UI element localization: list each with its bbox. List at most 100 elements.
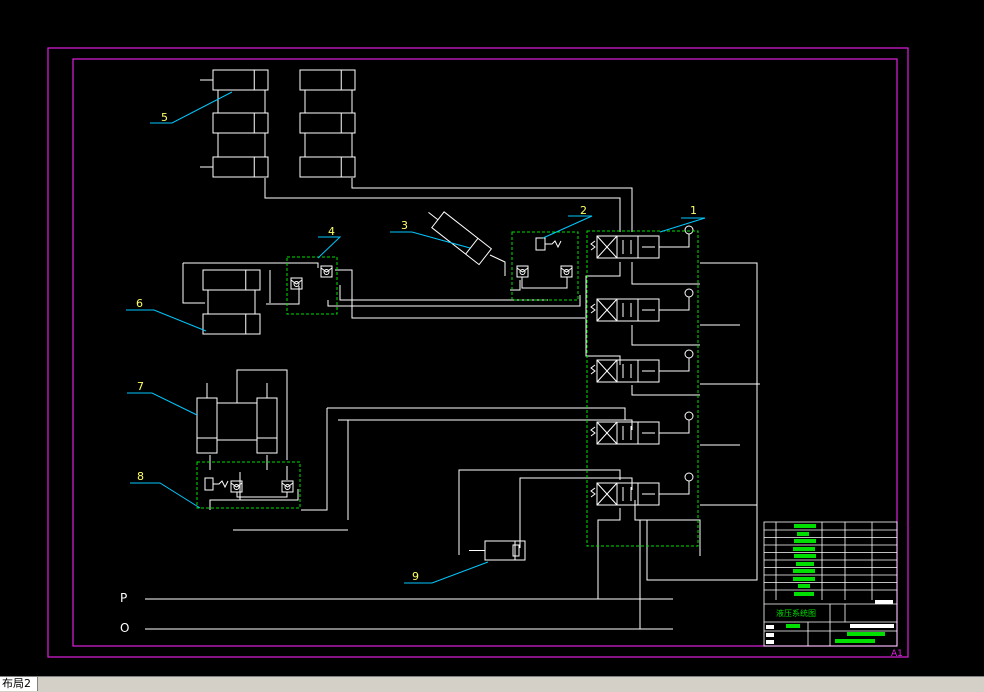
valve-1-1-spring-line bbox=[659, 234, 690, 248]
cyl-5a-0-barrel bbox=[212, 69, 269, 91]
group-boxes bbox=[196, 230, 699, 547]
check-4a-seat bbox=[290, 279, 303, 285]
components bbox=[196, 69, 694, 561]
leader-4 bbox=[317, 236, 342, 259]
leader-3 bbox=[390, 231, 471, 249]
pipe-run-2 bbox=[700, 262, 758, 520]
leader-1 bbox=[659, 217, 706, 233]
pipe-run-17 bbox=[327, 295, 581, 307]
valve-1-3 bbox=[590, 349, 694, 383]
cyl-5a-2 bbox=[212, 156, 269, 178]
pipe-run-18 bbox=[266, 286, 300, 305]
valve-1-5-spring-line bbox=[659, 481, 690, 495]
title-fill-5 bbox=[796, 562, 814, 566]
cyl-5b-2 bbox=[299, 156, 356, 178]
group-box-2 bbox=[511, 231, 579, 301]
valve-1-3-spring-line bbox=[659, 358, 690, 372]
pipe-run-1 bbox=[351, 178, 633, 232]
pipe-run-9 bbox=[631, 325, 700, 346]
cyl-5b-2-barrel bbox=[299, 156, 356, 178]
pipe-run-16 bbox=[339, 285, 548, 301]
title-white-2 bbox=[766, 640, 774, 644]
cyl-7-left bbox=[196, 383, 218, 454]
title-white-3 bbox=[850, 624, 894, 628]
cyl-6-bottom bbox=[202, 313, 261, 335]
valve-1-3-spring bbox=[590, 364, 596, 375]
cyl-7-left-barrel bbox=[196, 397, 218, 454]
callout-3: 3 bbox=[401, 219, 408, 232]
title-white-0 bbox=[766, 625, 774, 629]
title-fill-2 bbox=[794, 539, 816, 543]
valve-1-3-cross-2 bbox=[596, 359, 618, 383]
valve-1-1-cross-2 bbox=[596, 235, 618, 259]
group-box-1 bbox=[586, 230, 699, 547]
title-fill-9 bbox=[794, 592, 814, 596]
title-fill-3 bbox=[793, 547, 815, 551]
check-4a bbox=[290, 277, 303, 290]
title-fill-0 bbox=[794, 524, 816, 528]
pipe-run-13 bbox=[646, 520, 758, 581]
title-fill-12 bbox=[835, 639, 875, 643]
pipe-run-31 bbox=[519, 477, 633, 548]
callout-7: 7 bbox=[137, 380, 144, 393]
pipe-run-20 bbox=[489, 254, 506, 276]
check-2b-ball bbox=[563, 269, 570, 275]
title-fill-4 bbox=[794, 554, 816, 558]
check-2b bbox=[560, 265, 573, 278]
cyl-5a-1-barrel bbox=[212, 112, 269, 134]
cyl-3-barrel bbox=[431, 211, 493, 266]
valve-1-3-pilot bbox=[684, 349, 694, 359]
sheet-title: 液压系统图 bbox=[776, 608, 816, 618]
callouts bbox=[126, 91, 706, 584]
valve-1-2-pos-1 bbox=[616, 298, 639, 322]
callout-labels: 1 2 3 4 5 6 7 8 9 bbox=[136, 111, 697, 583]
check-4b-body bbox=[320, 265, 333, 278]
valve-1-1-spring bbox=[590, 240, 596, 251]
pipe-run-8 bbox=[631, 262, 700, 285]
title-white-4 bbox=[875, 600, 893, 604]
pipe-run-15 bbox=[335, 269, 585, 319]
cyl-6-top-barrel bbox=[202, 269, 261, 291]
pipe-run-11 bbox=[634, 500, 701, 556]
group-box-4 bbox=[286, 256, 338, 315]
check-2a-ball bbox=[519, 269, 526, 275]
pipe-run-28 bbox=[209, 489, 299, 510]
check-8a-ball bbox=[233, 484, 240, 490]
tab-layout2[interactable]: 布局2 bbox=[0, 677, 38, 691]
supply-lines bbox=[145, 598, 673, 630]
valve-1-1-pos-1 bbox=[616, 235, 639, 259]
callout-5: 5 bbox=[161, 111, 168, 124]
callout-4: 4 bbox=[328, 225, 335, 238]
valve-1-2-spring-line bbox=[659, 297, 690, 311]
callout-6: 6 bbox=[136, 297, 143, 310]
cyl-6-top bbox=[202, 269, 261, 291]
pipe-run-27 bbox=[301, 408, 328, 511]
check-4b bbox=[320, 265, 333, 278]
valve-1-4-pilot bbox=[684, 411, 694, 421]
relief-8-spring bbox=[213, 480, 229, 489]
cyl-7-right bbox=[256, 383, 278, 454]
leader-6 bbox=[126, 309, 207, 332]
valve-1-2-pilot bbox=[684, 288, 694, 298]
check-8a-seat bbox=[230, 482, 243, 488]
check-2b-seat bbox=[560, 267, 573, 273]
cyl-5b-0-barrel bbox=[299, 69, 356, 91]
callout-8: 8 bbox=[137, 470, 144, 483]
title-fill-8 bbox=[798, 584, 810, 588]
outer-frame bbox=[47, 47, 909, 658]
leader-9 bbox=[404, 561, 489, 584]
cyl-7-right-barrel bbox=[256, 397, 278, 454]
pipe-run-21 bbox=[182, 263, 205, 304]
valve-1-4-spring-line bbox=[659, 420, 690, 434]
valve-1-4-spring bbox=[590, 426, 596, 437]
piping bbox=[182, 178, 760, 629]
pressure-line-label: P bbox=[120, 591, 127, 605]
relief-2-spring bbox=[545, 240, 562, 249]
group-2-link bbox=[521, 277, 568, 289]
valve-1-1-pilot bbox=[684, 225, 694, 235]
pipe-run-7 bbox=[585, 262, 621, 365]
pipe-run-22 bbox=[183, 262, 319, 268]
title-white-1 bbox=[766, 633, 774, 637]
title-fill-6 bbox=[793, 569, 815, 573]
pipe-run-0 bbox=[264, 178, 621, 232]
